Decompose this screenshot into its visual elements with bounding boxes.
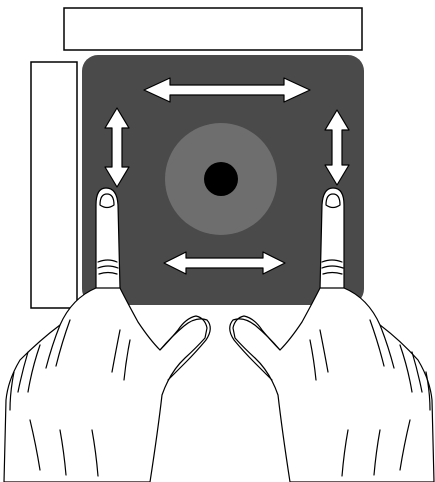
right-thumb [229,318,281,381]
top-horizontal-arrow-icon [143,77,311,103]
target-center [204,162,238,196]
left-index-finger [95,187,121,291]
left-hand [3,187,211,482]
right-palm [232,287,435,482]
bottom-horizontal-arrow-icon [163,251,286,275]
right-index-finger [319,187,345,291]
side-panel [30,61,78,309]
right-vertical-arrow-icon [324,109,350,186]
top-panel [63,7,363,51]
right-hand [229,187,435,482]
right-fingernail [325,193,341,209]
left-vertical-arrow-icon [104,107,130,188]
left-thumb [159,318,211,381]
left-palm [3,287,208,482]
left-fingernail [99,193,115,209]
